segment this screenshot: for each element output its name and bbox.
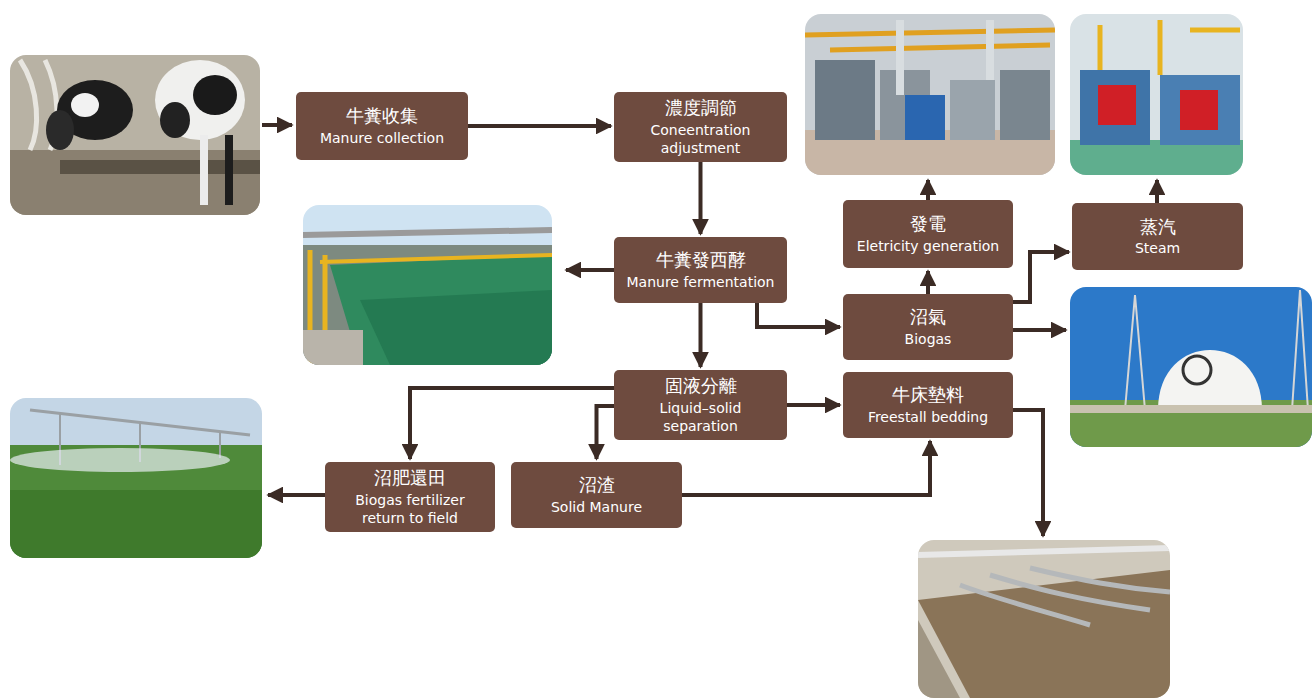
process-box: 發電 Eletricity generation (843, 200, 1013, 268)
chinese-label: 沼肥還田 (374, 467, 446, 489)
process-box: 沼氣 Biogas (843, 294, 1013, 360)
arrow (1155, 180, 1159, 203)
flow-arrow (926, 271, 930, 294)
english-label: Biogas fertilizer return to field (333, 491, 487, 527)
flow-arrow (597, 406, 615, 459)
chinese-label: 發電 (910, 213, 946, 235)
english-label: Solid Manure (551, 498, 642, 516)
english-label: Biogas (905, 330, 952, 348)
flow-arrow (787, 403, 840, 407)
english-label: Freestall bedding (868, 408, 988, 426)
field-photo (10, 398, 262, 558)
process-box: 牛糞發西酵 Manure fermentation (614, 237, 787, 303)
chinese-label: 牛床墊料 (892, 384, 964, 406)
flow-arrow (468, 124, 611, 128)
arrow (566, 268, 614, 272)
arrow (1013, 410, 1043, 536)
chinese-label: 固液分離 (665, 375, 737, 397)
process-box: 蒸汽Steam (1072, 203, 1243, 270)
process-box: 牛糞收集 Manure collection (296, 92, 468, 160)
english-label: Liquid–solid separation (622, 399, 779, 435)
english-label: Manure fermentation (627, 273, 775, 291)
flow-arrow (699, 162, 703, 234)
chinese-label: 濃度調節 (665, 97, 737, 119)
biogas-holder-photo (1070, 287, 1312, 447)
english-label: Coneentration adjustment (622, 121, 779, 157)
english-label: Eletricity generation (857, 237, 999, 255)
freestall-bedding-photo (918, 540, 1170, 698)
flow-arrow (1013, 252, 1069, 302)
process-box: 濃度調節Coneentration adjustment (614, 92, 787, 162)
process-box: 沼肥還田Biogas fertilizer return to field (325, 462, 495, 532)
steam-boiler-photo (1070, 14, 1243, 175)
flow-arrow (410, 388, 614, 459)
chinese-label: 沼氣 (910, 306, 946, 328)
chinese-label: 沼渣 (579, 474, 615, 496)
fermentation-tank-photo (303, 205, 552, 365)
arrow (262, 123, 292, 127)
arrow (268, 493, 325, 497)
english-label: Steam (1135, 239, 1180, 257)
chinese-label: 牛糞發西酵 (656, 249, 746, 271)
chinese-label: 牛糞收集 (346, 105, 418, 127)
chinese-label: 蒸汽 (1140, 216, 1176, 238)
flow-arrow (682, 441, 930, 495)
arrow (1013, 328, 1066, 332)
generator-room-photo (805, 14, 1055, 175)
arrow (926, 180, 930, 200)
flow-arrow (699, 303, 703, 367)
flow-arrow (757, 303, 840, 327)
process-box: 牛床墊料 Freestall bedding (843, 372, 1013, 438)
photo-arrows (262, 125, 1157, 536)
english-label: Manure collection (320, 129, 444, 147)
cow-photo (10, 55, 260, 215)
process-box: 沼渣 Solid Manure (511, 462, 682, 528)
process-box: 固液分離Liquid–solid separation (614, 370, 787, 440)
